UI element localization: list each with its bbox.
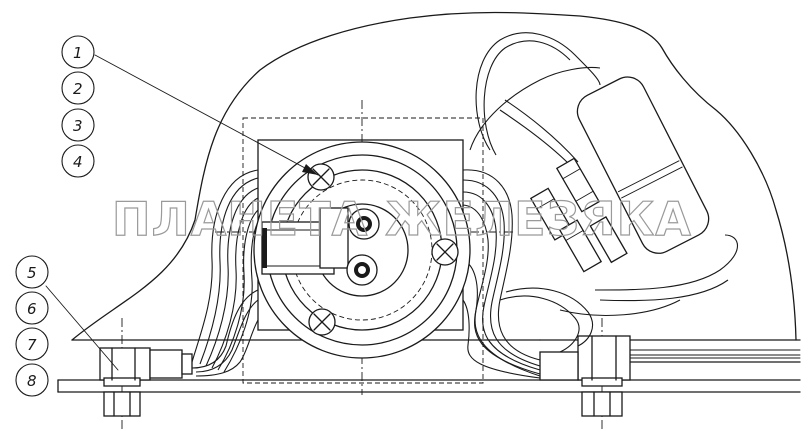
callout-3: 3 <box>61 108 95 142</box>
callout-label: 5 <box>27 264 37 282</box>
callout-1: 1 <box>61 35 95 69</box>
leader-line-1 <box>94 54 319 176</box>
screw-top <box>307 163 335 191</box>
callout-label: 3 <box>73 117 83 135</box>
callout-label: 6 <box>27 300 37 318</box>
callout-label: 7 <box>27 336 37 354</box>
screw-bottom <box>308 308 336 336</box>
capacitor <box>576 76 710 254</box>
leader-line-5 <box>45 285 119 371</box>
right-bolt-assembly <box>539 318 631 430</box>
left-bolt-assembly <box>99 318 193 430</box>
callout-5: 5 <box>15 255 49 289</box>
callout-label: 1 <box>73 44 83 62</box>
motor-rotor <box>253 141 471 359</box>
shaft-nuts <box>346 208 380 286</box>
housing-outline <box>242 117 484 384</box>
callout-6: 6 <box>15 291 49 325</box>
callout-7: 7 <box>15 327 49 361</box>
leader-arrow-1 <box>302 164 318 175</box>
wire-bundle-left <box>191 169 259 377</box>
callout-2: 2 <box>61 71 95 105</box>
section-boundary <box>71 11 797 341</box>
capacitor-wires <box>469 32 739 316</box>
wire-bundle-right <box>462 169 593 379</box>
callout-label: 2 <box>73 80 83 98</box>
callout-label: 4 <box>73 153 83 171</box>
watermark-text: ПЛАНЕТА ЖЕЛЕЗЯКА <box>112 192 692 246</box>
screws <box>307 163 459 336</box>
wire-connectors <box>529 157 628 273</box>
callout-8: 8 <box>15 363 49 397</box>
screw-right <box>431 238 459 266</box>
callout-4: 4 <box>61 144 95 178</box>
callout-label: 8 <box>27 372 37 390</box>
